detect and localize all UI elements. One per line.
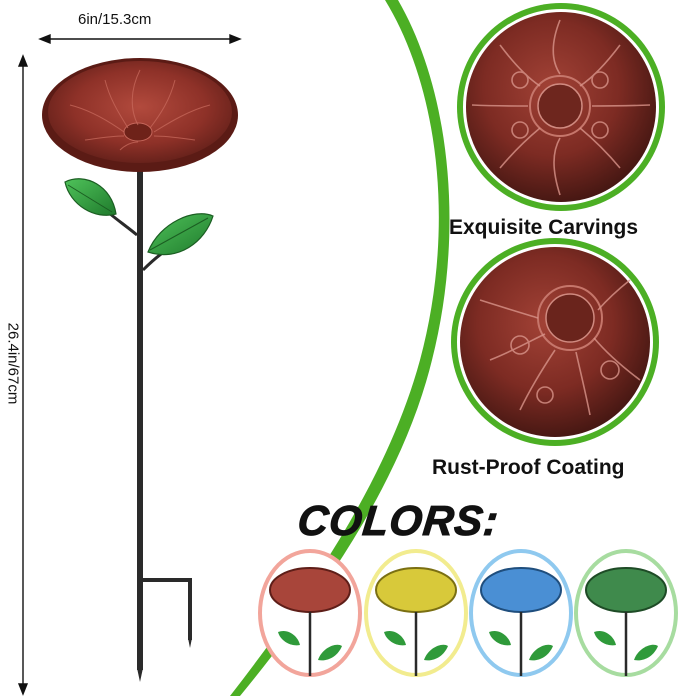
stake-foot bbox=[140, 578, 192, 640]
colors-heading: COLORS: bbox=[295, 497, 502, 545]
stake bbox=[137, 160, 143, 670]
width-dimension-arrow bbox=[38, 33, 242, 45]
green-swoosh bbox=[230, 0, 450, 696]
height-dimension-arrow bbox=[17, 54, 29, 696]
color-variant-red bbox=[258, 549, 362, 677]
feature-label-carvings: Exquisite Carvings bbox=[449, 216, 639, 239]
color-variant-green bbox=[574, 549, 678, 677]
bowl-inner bbox=[48, 61, 232, 163]
height-dimension-label: 26.4in/67cm bbox=[4, 322, 22, 405]
feature-label-coating: Rust-Proof Coating bbox=[432, 456, 625, 479]
color-variant-blue bbox=[469, 549, 573, 677]
width-dimension-label: 6in/15.3cm bbox=[78, 11, 152, 28]
color-variant-yellow bbox=[364, 549, 468, 677]
zoom-circle-coating bbox=[451, 238, 659, 446]
right-leaf bbox=[147, 213, 214, 256]
zoom-circle-carvings bbox=[457, 3, 665, 211]
bird-bath-product bbox=[42, 58, 238, 682]
